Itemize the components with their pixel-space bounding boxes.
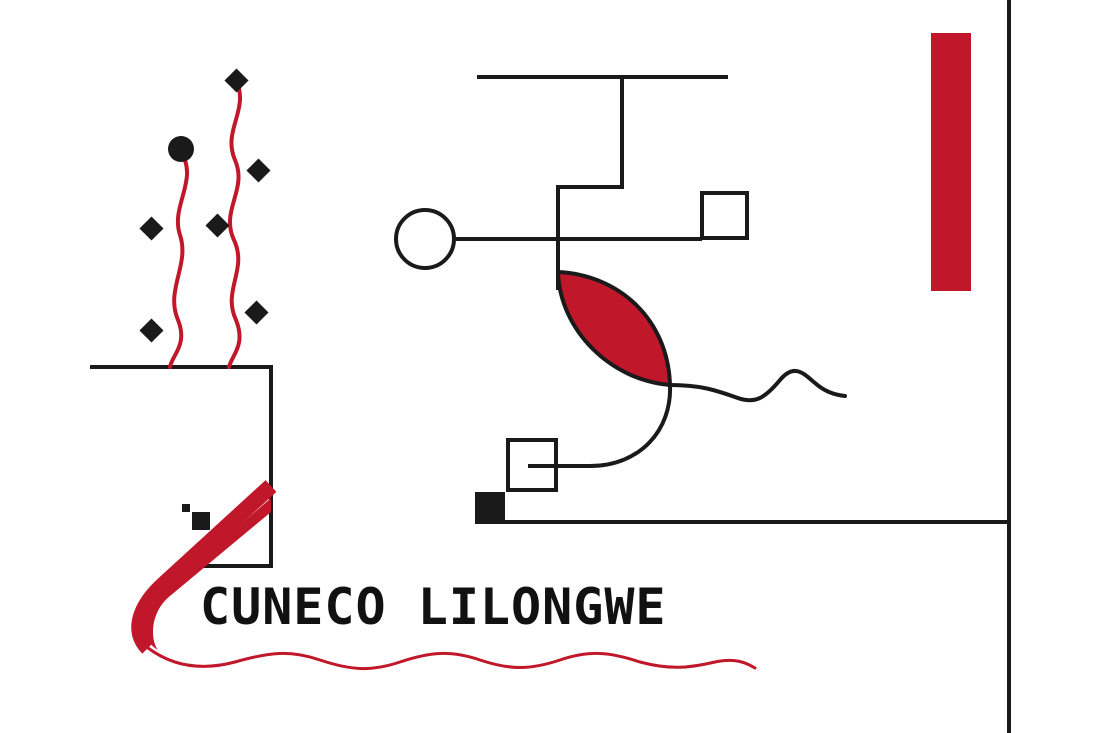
left-open-box <box>90 365 273 568</box>
diamond-icon <box>139 216 164 241</box>
diamond-icon <box>205 213 230 238</box>
pixel-square-icon <box>192 512 210 530</box>
pixel-square-small-icon <box>182 504 190 512</box>
red-wavy-stem-left <box>168 148 190 369</box>
red-wavy-stem-right <box>227 78 242 369</box>
diamond-icon <box>224 68 249 93</box>
stepped-connector-line <box>556 77 624 290</box>
red-ribbon-band <box>131 480 277 654</box>
diamond-icon <box>246 158 271 183</box>
diamond-icon <box>244 300 269 325</box>
red-wavy-underline <box>146 646 757 670</box>
diamond-icon <box>139 318 164 343</box>
black-dot-icon <box>168 136 194 162</box>
red-leaf-shape <box>556 270 672 387</box>
outline-circle-icon <box>394 208 456 270</box>
curved-connector-line <box>528 384 673 468</box>
squiggle-tail-line <box>668 368 847 403</box>
solid-square-icon <box>475 492 505 522</box>
outline-square-small-icon <box>506 438 558 492</box>
poster-title: CUNECO LILONGWE <box>200 578 667 636</box>
outline-square-icon <box>700 191 749 240</box>
red-vertical-bar <box>931 33 971 291</box>
